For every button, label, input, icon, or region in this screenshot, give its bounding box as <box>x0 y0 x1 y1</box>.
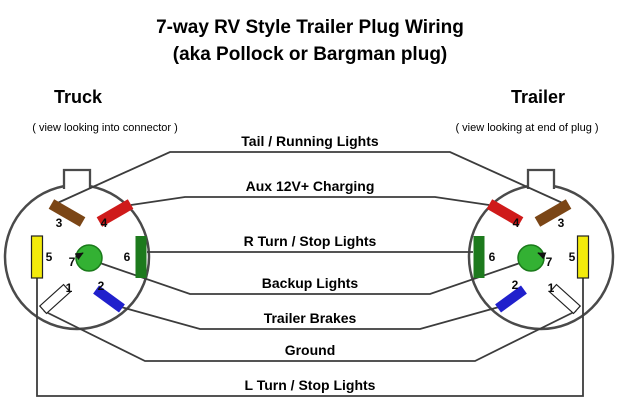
wire-line-tail-running-lights <box>52 151 568 206</box>
wire-line-trailer-brakes <box>120 306 500 330</box>
truck-pin-3 <box>48 199 86 227</box>
truck-pin-number-6: 6 <box>124 250 131 264</box>
wire-line-ground <box>43 310 577 362</box>
truck-pin-1 <box>38 283 72 315</box>
truck-pin-2 <box>93 285 125 313</box>
trailer-heading: Trailer <box>510 87 566 107</box>
wire-line-l-turn-stop <box>36 278 584 397</box>
trailer-caption: ( view looking at end of plug ) <box>455 122 599 134</box>
wire-label-ground: Ground <box>284 342 336 358</box>
wire-label-l-turn-stop: L Turn / Stop Lights <box>244 377 376 393</box>
trailer-pin-2 <box>495 285 527 313</box>
trailer-pin-number-2: 2 <box>512 278 519 292</box>
truck-pin-5 <box>30 235 44 279</box>
wire-label-backup-lights: Backup Lights <box>261 275 359 291</box>
truck-pin-4 <box>96 199 134 227</box>
page-title: 7-way RV Style Trailer Plug Wiring (aka … <box>0 14 620 68</box>
trailer-pin-number-7: 7 <box>546 255 553 269</box>
trailer-pin7-arrow-icon <box>537 252 547 260</box>
truck-pin7-arrow-icon <box>74 252 84 260</box>
wire-label-trailer-brakes: Trailer Brakes <box>263 310 357 326</box>
trailer-pin-4 <box>486 199 524 227</box>
title-line-1: 7-way RV Style Trailer Plug Wiring <box>156 17 464 38</box>
truck-pin-number-3: 3 <box>56 216 63 230</box>
truck-pin-number-4: 4 <box>101 216 108 230</box>
trailer-pin-number-3: 3 <box>558 216 565 230</box>
trailer-pin-5 <box>576 235 590 279</box>
trailer-pin-number-6: 6 <box>489 250 496 264</box>
truck-pin-number-5: 5 <box>46 250 53 264</box>
truck-pin-number-2: 2 <box>98 279 105 293</box>
trailer-connector-tab <box>526 168 556 189</box>
truck-pin-6 <box>135 236 147 278</box>
wire-line-aux-charging <box>130 196 490 206</box>
wire-label-tail-running-lights: Tail / Running Lights <box>241 133 379 149</box>
truck-caption: ( view looking into connector ) <box>32 122 178 134</box>
truck-pin-7 <box>75 244 103 272</box>
trailer-pin-6 <box>473 236 485 278</box>
truck-pin-number-7: 7 <box>69 255 76 269</box>
trailer-pin-7 <box>517 244 545 272</box>
truck-connector-tab <box>62 168 92 189</box>
wire-label-aux-charging: Aux 12V+ Charging <box>245 178 375 194</box>
trailer-pin-number-1: 1 <box>548 281 555 295</box>
trailer-pin-number-4: 4 <box>513 216 520 230</box>
wire-label-r-turn-stop: R Turn / Stop Lights <box>243 233 377 249</box>
truck-pin-number-1: 1 <box>66 281 73 295</box>
trailer-pin-1 <box>548 283 582 315</box>
title-line-2: (aka Pollock or Bargman plug) <box>172 44 448 65</box>
wire-line-backup-lights <box>99 262 521 295</box>
trailer-pin-3 <box>534 199 572 227</box>
truck-heading: Truck <box>53 87 103 107</box>
trailer-pin-number-5: 5 <box>569 250 576 264</box>
